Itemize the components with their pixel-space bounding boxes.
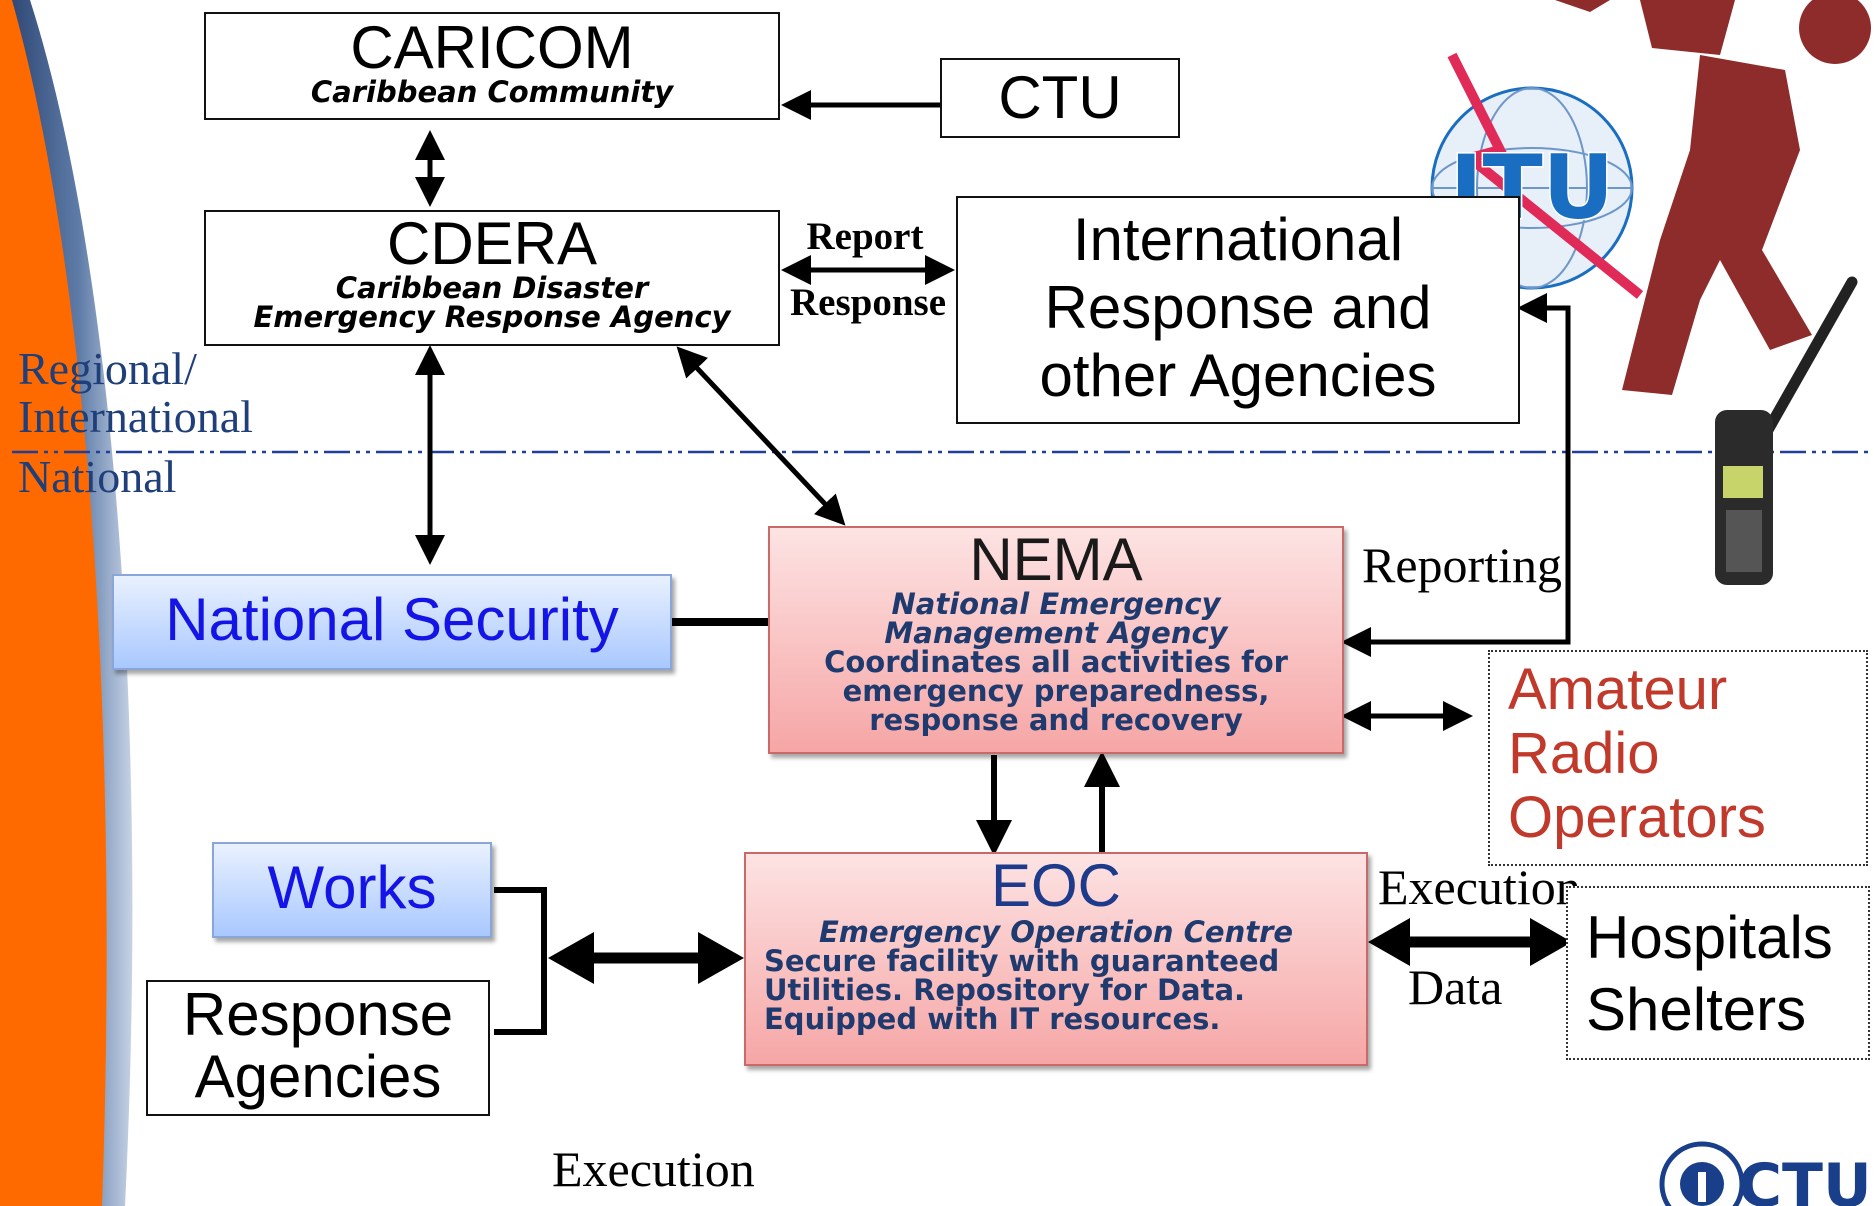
bracket-works-response-agencies (494, 887, 547, 1035)
amateur-line-2: Radio (1508, 721, 1660, 786)
satellite-phone-icon (1715, 276, 1858, 585)
hospitals-shelters-box: Hospitals Shelters (1566, 886, 1870, 1060)
arrow-cdera-nema (676, 346, 846, 526)
caricom-box: CARICOM Caribbean Community (204, 12, 780, 120)
eoc-subtitle: Emergency Operation Centre (818, 915, 1294, 949)
reporting-label: Reporting (1362, 537, 1562, 593)
eoc-box: EOC Emergency Operation Centre Secure fa… (744, 852, 1368, 1066)
arrowhead-left-eoc (1368, 918, 1410, 966)
left-decorative-band (0, 0, 133, 1206)
cdera-subtitle-2: Emergency Response Agency (253, 300, 731, 334)
arrowhead-right-hospitals (1530, 918, 1572, 966)
amateur-line-3: Operators (1508, 785, 1766, 850)
international-line-3: other Agencies (1039, 342, 1437, 409)
ctu-box: CTU (940, 58, 1180, 138)
caricom-title: CARICOM (350, 14, 634, 81)
data-label: Data (1408, 959, 1503, 1015)
nema-subtitle-2: Management Agency (884, 616, 1228, 650)
international-line-2: Response and (1044, 274, 1432, 341)
hospitals-line-2: Shelters (1586, 976, 1807, 1043)
caricom-subtitle: Caribbean Community (310, 75, 674, 109)
amateur-line-1: Amateur (1508, 657, 1728, 722)
international-line-1: International (1072, 206, 1404, 273)
nema-desc-3: response and recovery (869, 703, 1243, 737)
ctu-box-title: CTU (998, 64, 1122, 131)
response-agencies-line-1: Response (182, 981, 454, 1048)
eoc-desc-1: Secure facility with guaranteed (764, 944, 1280, 978)
hospitals-line-1: Hospitals (1586, 904, 1833, 971)
arrowhead-right-eoc (698, 932, 744, 984)
response-agencies-box: Response Agencies (146, 980, 490, 1116)
region-label-international: International (18, 391, 254, 442)
nema-title: NEMA (969, 526, 1143, 593)
cdera-box: CDERA Caribbean Disaster Emergency Respo… (204, 210, 780, 346)
amateur-radio-box: Amateur Radio Operators (1488, 650, 1868, 866)
person-with-megaphone-icon (1555, 0, 1871, 395)
international-agencies-box: International Response and other Agencie… (956, 196, 1520, 424)
eoc-title: EOC (990, 852, 1122, 919)
region-label-national: National (18, 451, 177, 502)
response-agencies-line-2: Agencies (194, 1043, 442, 1110)
works-title: Works (267, 854, 437, 921)
national-security-box: National Security (112, 574, 672, 670)
cdera-subtitle-1: Caribbean Disaster (335, 271, 649, 305)
nema-box: NEMA National Emergency Management Agenc… (768, 526, 1344, 754)
cdera-title: CDERA (386, 210, 598, 277)
report-label: Report (806, 215, 924, 258)
nema-desc-1: Coordinates all activities for (824, 645, 1288, 679)
ctu-logo-text: CTU (1738, 1151, 1872, 1206)
arrowhead-left-works (548, 932, 594, 984)
region-label-regional: Regional/ (18, 343, 197, 394)
national-security-title: National Security (165, 586, 619, 653)
nema-subtitle-1: National Emergency (891, 587, 1221, 621)
works-box: Works (212, 842, 492, 938)
response-label: Response (789, 281, 947, 324)
arrow-nema-reporting-international (1341, 293, 1571, 657)
eoc-desc-2: Utilities. Repository for Data. (764, 973, 1246, 1007)
execution-bottom-label: Execution (552, 1141, 755, 1197)
eoc-desc-3: Equipped with IT resources. (764, 1002, 1221, 1036)
ctu-logo: CTU (1659, 1141, 1872, 1206)
execution-right-label: Execution (1378, 859, 1581, 915)
nema-desc-2: emergency preparedness, (842, 674, 1270, 708)
